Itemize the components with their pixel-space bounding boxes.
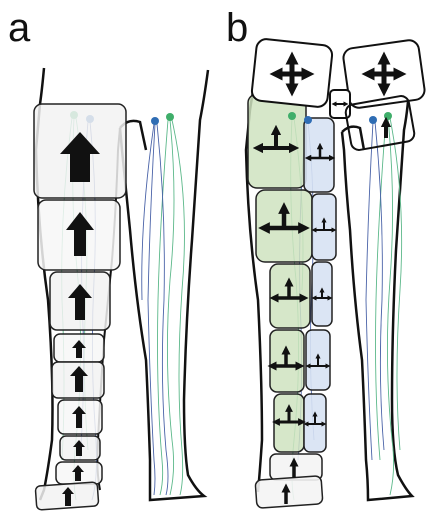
foot-chambers-b xyxy=(255,454,323,508)
panel-label-b: b xyxy=(226,8,248,48)
vessels-right-leg-b xyxy=(366,118,402,495)
green-marker xyxy=(288,112,296,120)
panel-b xyxy=(246,38,426,508)
foot-chamber-2 xyxy=(255,476,323,509)
blue-marker xyxy=(369,116,377,124)
panel-a xyxy=(34,68,208,510)
panel-label-a: a xyxy=(8,8,30,48)
green-marker xyxy=(166,113,174,121)
blue-marker xyxy=(151,117,159,125)
green-marker xyxy=(384,112,392,120)
blue-marker xyxy=(304,116,312,124)
